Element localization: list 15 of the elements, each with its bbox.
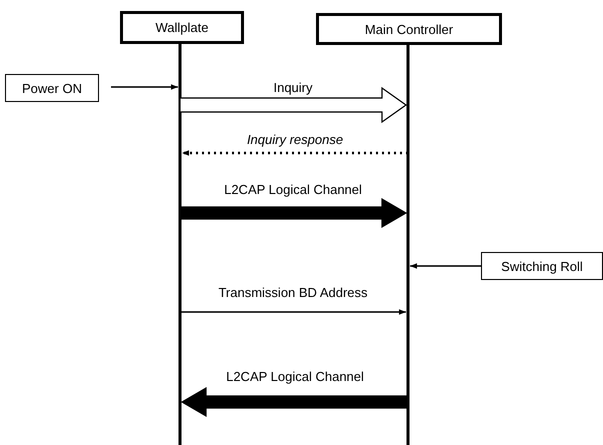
arrow: [111, 84, 178, 90]
message-label: Transmission BD Address: [216, 285, 370, 300]
arrow: [182, 150, 408, 156]
participant-box: Wallplate: [120, 11, 244, 44]
arrow: [180, 309, 406, 315]
event-box: Power ON: [5, 74, 99, 102]
message-label: Inquiry response: [244, 132, 346, 147]
arrow: [179, 198, 408, 228]
event-box: Switching Roll: [481, 252, 603, 280]
arrow: [180, 386, 409, 418]
message-label: L2CAP Logical Channel: [224, 369, 366, 384]
message-label: L2CAP Logical Channel: [222, 182, 364, 197]
arrow: [179, 86, 408, 124]
arrow: [410, 263, 481, 269]
participant-box: Main Controller: [316, 13, 502, 45]
